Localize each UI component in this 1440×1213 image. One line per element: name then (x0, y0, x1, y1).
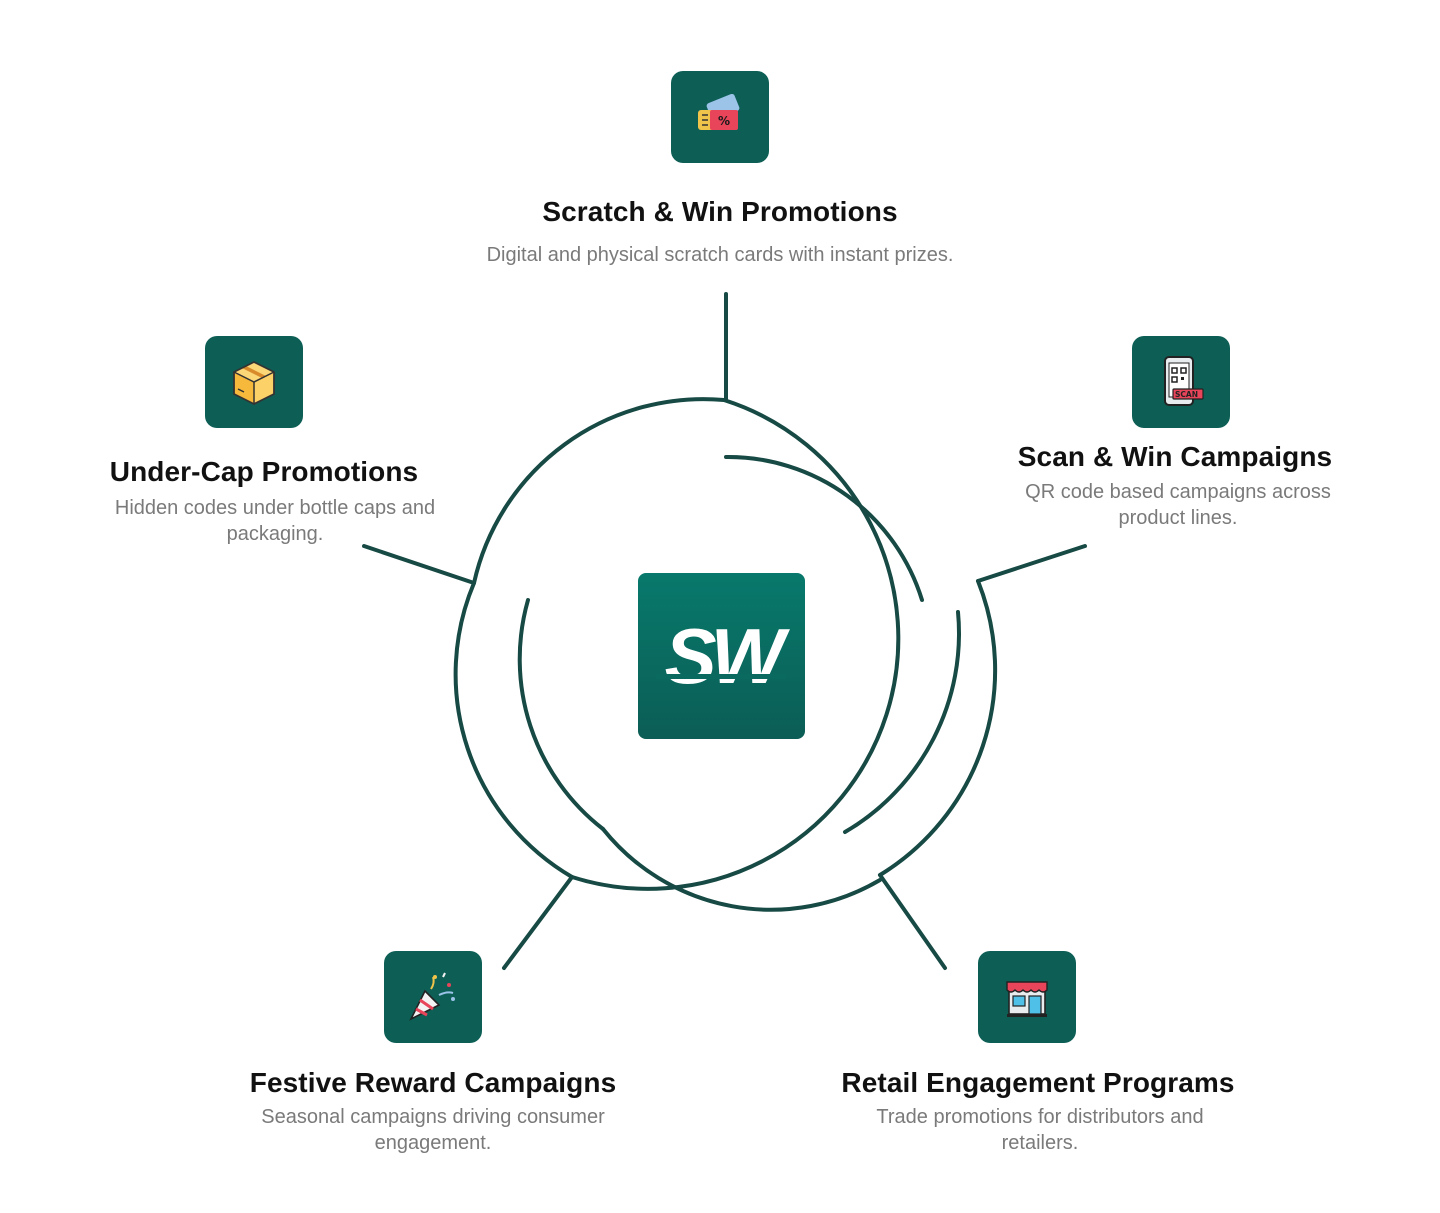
inner-arc-right (843, 610, 961, 834)
inner-arc-top (724, 454, 924, 602)
node-title-scratch-win: Scratch & Win Promotions (542, 196, 898, 227)
outer-ring-arc-left (453, 581, 574, 879)
spoke-bottom-right (878, 873, 947, 970)
storefront-icon (978, 951, 1076, 1043)
node-desc-festive-reward: Seasonal campaigns driving consumer enga… (261, 1106, 605, 1154)
spoke-left (362, 544, 476, 585)
spoke-bottom-left (502, 875, 574, 970)
inner-arc-bottom (601, 827, 882, 912)
qr-scan-phone-icon: SCAN (1132, 336, 1230, 428)
node-title-festive-reward: Festive Reward Campaigns (249, 1067, 617, 1098)
outer-ring-arc-top-left (472, 397, 726, 585)
node-title-scan-win: Scan & Win Campaigns (1017, 441, 1333, 472)
svg-text:%: % (718, 114, 730, 128)
center-logo: SW (638, 573, 805, 739)
node-title-under-cap: Under-Cap Promotions (109, 456, 419, 487)
outer-ring-right (878, 579, 998, 877)
package-box-icon (205, 336, 303, 428)
node-desc-retail-engagement: Trade promotions for distributors and re… (876, 1106, 1204, 1154)
inner-arc-left (517, 598, 605, 831)
center-logo-text: SW (664, 611, 785, 700)
node-desc-scan-win: QR code based campaigns across product l… (1025, 481, 1331, 529)
node-desc-scratch-win: Digital and physical scratch cards with … (486, 244, 954, 266)
node-title-retail-engagement: Retail Engagement Programs (841, 1067, 1235, 1098)
svg-text:SCAN: SCAN (1175, 390, 1198, 399)
spoke-right (976, 544, 1087, 583)
logo-stripe (656, 674, 786, 679)
node-desc-under-cap: Hidden codes under bottle caps and packa… (114, 497, 436, 545)
party-popper-icon (384, 951, 482, 1043)
outer-ring-arc (570, 398, 901, 891)
coupon-ticket-icon: % (671, 71, 769, 163)
